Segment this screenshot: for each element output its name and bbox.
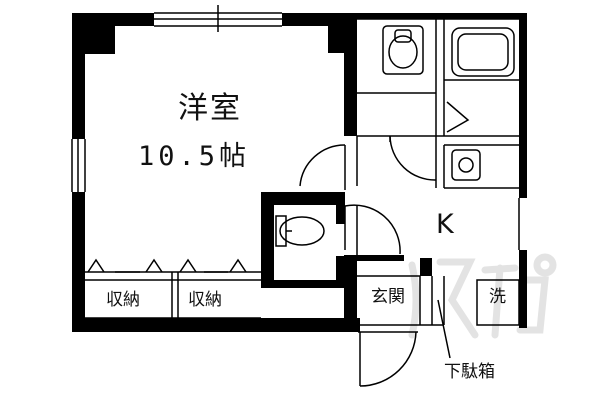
wall-core-top [261, 192, 344, 205]
laundry-label: 洗 [489, 287, 506, 307]
shoe-cabinet-label: 下駄箱 [444, 362, 495, 382]
wall-core-left [261, 192, 274, 280]
wall-kitchen-stub [344, 255, 404, 261]
wall-top-left [72, 13, 154, 26]
room-label-western: 洋室 [178, 91, 242, 126]
room-size-label: 10.5帖 [138, 141, 251, 172]
wall-bottom-left [72, 318, 340, 332]
wall-left-upper [72, 13, 85, 139]
wall-top-right [357, 13, 527, 19]
wall-entrance-bottom [340, 318, 360, 332]
wall-entrance-right [420, 258, 432, 276]
entrance-label: 玄関 [371, 287, 405, 307]
wall-core-right [336, 192, 345, 224]
wall-left-lower [72, 192, 85, 332]
exterior-walls [72, 13, 527, 332]
wall-partition-vertical [344, 26, 357, 136]
wall-core-bottom [261, 280, 344, 288]
closet-label-left: 収納 [106, 290, 140, 310]
wall-entrance-left [344, 256, 357, 332]
pillar-top-left [85, 26, 115, 54]
watermark-logo [408, 253, 557, 339]
closet-label-right: 収納 [188, 290, 222, 310]
room-label-kitchen: K [436, 209, 454, 240]
wall-core-right-lower [336, 256, 345, 288]
wall-top-mid [282, 13, 357, 26]
wall-small-box [261, 288, 329, 318]
interior-lines [71, 5, 520, 387]
wall-bath-right [519, 13, 527, 198]
wall-right-lower [519, 250, 527, 328]
